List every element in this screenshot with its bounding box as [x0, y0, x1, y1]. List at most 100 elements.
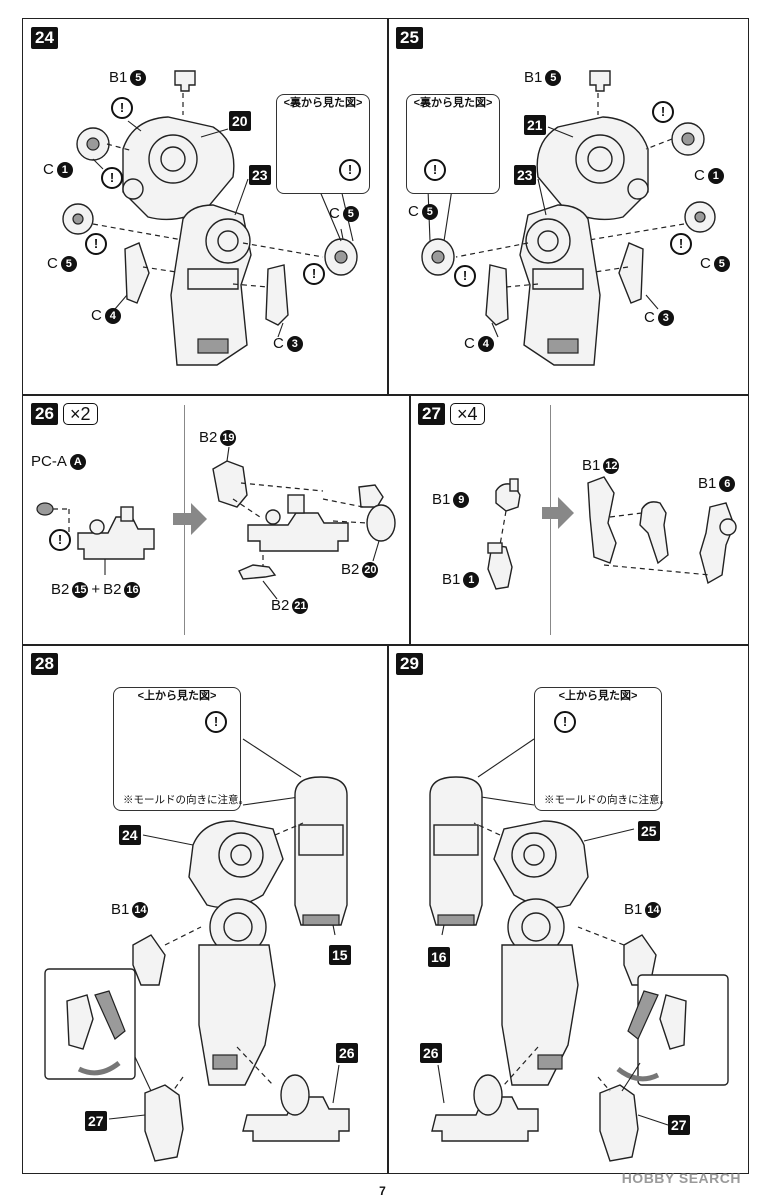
- step-divider: [184, 405, 185, 635]
- part-number: A: [69, 454, 86, 470]
- part-runner: C: [644, 309, 655, 326]
- warning-icon: !: [205, 711, 227, 733]
- part-runner: B1: [624, 901, 643, 918]
- warning-icon: !: [652, 101, 674, 123]
- subassembly-tag-26: 26: [336, 1043, 358, 1063]
- plus-sign: +: [91, 581, 101, 598]
- warning-icon: !: [85, 233, 107, 255]
- part-number: 5: [421, 204, 438, 220]
- step-25-illustration: [421, 70, 716, 366]
- step-26-illustration: [36, 446, 396, 600]
- part-number: 16: [124, 582, 141, 598]
- top-view-callout: <上から見た図>: [113, 687, 241, 811]
- part-number: 15: [72, 582, 89, 598]
- warning-icon: !: [111, 97, 133, 119]
- warning-icon: !: [424, 159, 446, 181]
- part-number: 4: [477, 336, 494, 352]
- part-runner: C: [464, 335, 475, 352]
- subassembly-tag-23: 23: [514, 165, 536, 185]
- part-runner: C: [273, 335, 284, 352]
- step-27-illustration: [487, 476, 737, 590]
- part-number: 9: [453, 492, 470, 508]
- part-number: 14: [132, 902, 149, 918]
- subassembly-tag-26: 26: [420, 1043, 442, 1063]
- part-runner: C: [694, 167, 705, 184]
- subassembly-tag-23: 23: [249, 165, 271, 185]
- warning-icon: !: [454, 265, 476, 287]
- part-number: 5: [545, 70, 562, 86]
- part-runner: B1: [109, 69, 128, 86]
- part-runner: C: [91, 307, 102, 324]
- watermark: HOBBY SEARCH: [621, 1170, 741, 1186]
- step-number: 26: [31, 403, 58, 425]
- part-runner: B1: [111, 901, 130, 918]
- part-runner: B1: [442, 571, 461, 588]
- part-number: 20: [362, 562, 379, 578]
- step-24-illustration: [62, 70, 358, 366]
- part-runner: B2: [199, 429, 218, 446]
- part-runner: PC-A: [31, 453, 67, 470]
- part-number: 21: [292, 598, 309, 614]
- part-number: 19: [220, 430, 237, 446]
- step-number: 25: [396, 27, 423, 49]
- warning-icon: !: [49, 529, 71, 551]
- part-number: 4: [104, 308, 121, 324]
- part-runner: B1: [524, 69, 543, 86]
- part-runner: C: [700, 255, 711, 272]
- mold-direction-note: ※モールドの向きに注意。: [544, 794, 670, 806]
- part-runner: B2: [271, 597, 290, 614]
- part-runner: B1: [698, 475, 717, 492]
- part-number: 5: [60, 256, 77, 272]
- part-runner: B1: [582, 457, 601, 474]
- subassembly-tag-15: 15: [329, 945, 351, 965]
- part-runner: B2: [103, 581, 122, 598]
- part-runner: C: [329, 205, 340, 222]
- subassembly-tag-24: 24: [119, 825, 141, 845]
- warning-icon: !: [101, 167, 123, 189]
- subassembly-tag-21: 21: [524, 115, 546, 135]
- page-number: 7: [379, 1184, 386, 1198]
- part-number: 1: [707, 168, 724, 184]
- warning-icon: !: [670, 233, 692, 255]
- back-view-callout: <裏から見た図>: [406, 94, 500, 194]
- callout-title: <上から見た図>: [137, 690, 217, 702]
- mold-direction-note: ※モールドの向きに注意。: [123, 794, 249, 806]
- part-runner: C: [408, 203, 419, 220]
- part-number: 5: [130, 70, 147, 86]
- warning-icon: !: [554, 711, 576, 733]
- part-number: 3: [657, 310, 674, 326]
- part-number: 1: [56, 162, 73, 178]
- step-number: 28: [31, 653, 58, 675]
- part-runner: B2: [51, 581, 70, 598]
- part-number: 5: [713, 256, 730, 272]
- part-runner: C: [47, 255, 58, 272]
- part-number: 5: [342, 206, 359, 222]
- quantity-multiplier: ×2: [63, 403, 98, 425]
- subassembly-tag-20: 20: [229, 111, 251, 131]
- subassembly-tag-27: 27: [85, 1111, 107, 1131]
- part-runner: B1: [432, 491, 451, 508]
- step-divider: [550, 405, 551, 635]
- part-number: 3: [286, 336, 303, 352]
- part-runner: C: [43, 161, 54, 178]
